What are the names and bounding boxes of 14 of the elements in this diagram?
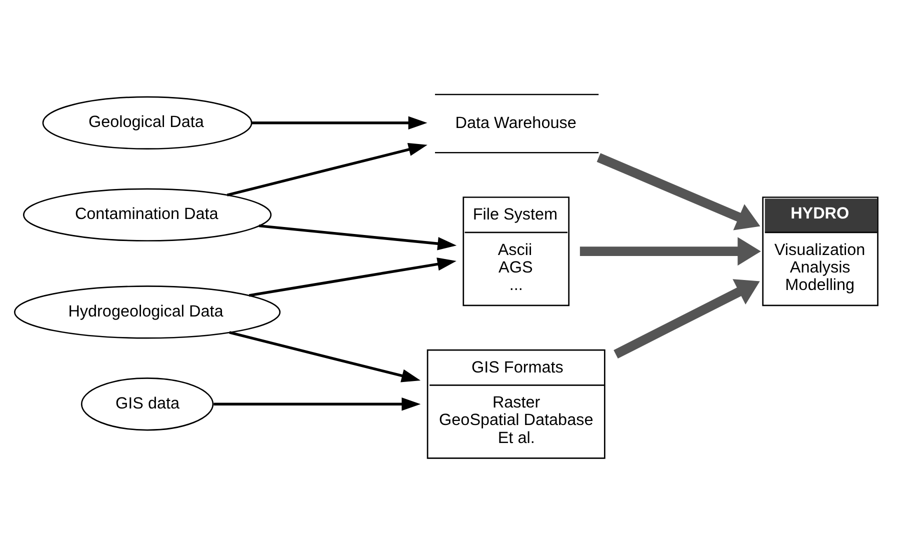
arrow (252, 116, 428, 130)
node-ellipse: GIS data (80, 377, 214, 430)
node-text: Data Warehouse (455, 113, 576, 132)
arrow (596, 152, 760, 230)
arrow (614, 278, 760, 358)
node-ellipse: Contamination Data (23, 188, 272, 241)
arrow (229, 330, 421, 382)
arrow (248, 257, 456, 296)
arrow (214, 396, 421, 410)
arrow (226, 142, 428, 196)
arrow (580, 236, 761, 266)
node-ellipse: Hydrogeological Data (14, 285, 281, 338)
node-ellipse: Geological Data (42, 96, 252, 149)
arrow (258, 224, 457, 250)
